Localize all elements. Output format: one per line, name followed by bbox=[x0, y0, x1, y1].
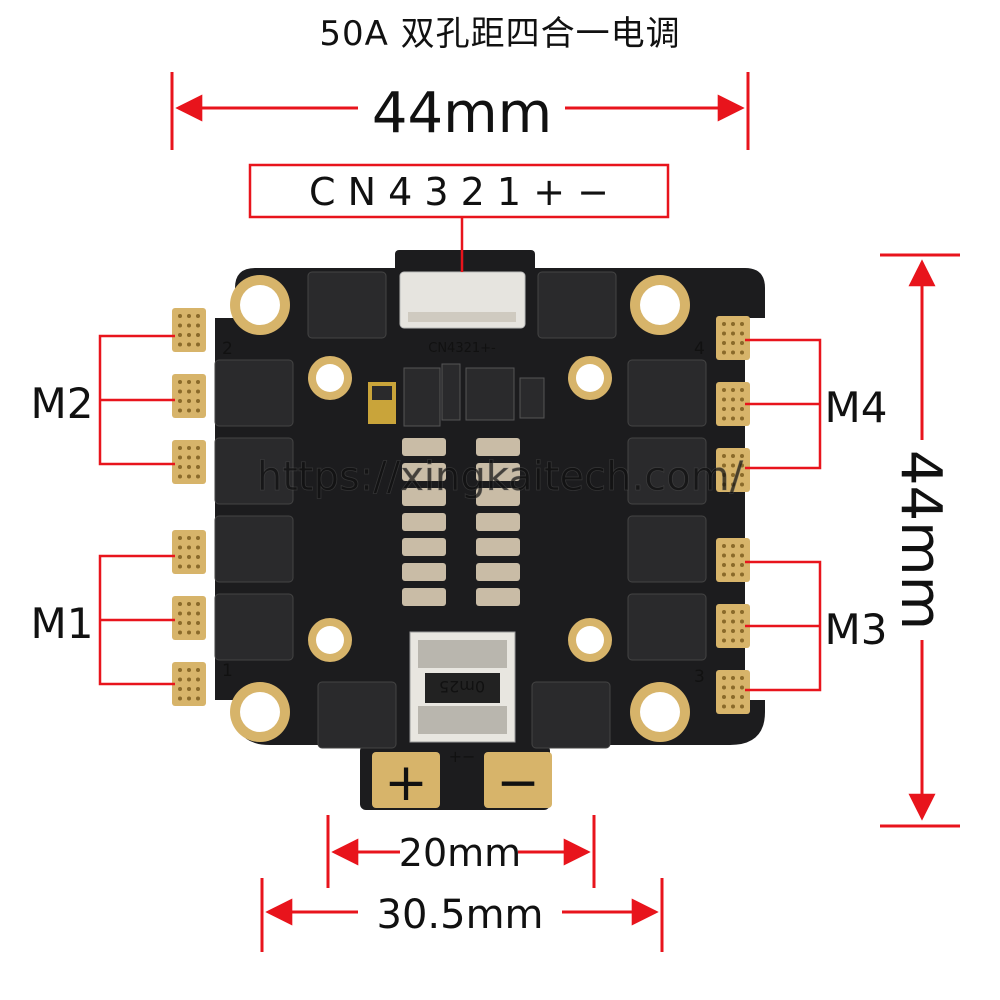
motor-solder-pad bbox=[716, 604, 750, 648]
mount-holes-20 bbox=[308, 356, 612, 662]
motor-solder-pad bbox=[172, 596, 206, 640]
shunt-resistor: 0m25 bbox=[409, 631, 516, 743]
shunt-label: 0m25 bbox=[439, 677, 485, 696]
battery-plus-label: + bbox=[384, 753, 428, 813]
capacitor bbox=[402, 463, 446, 481]
dimension-height-label: 44mm bbox=[888, 450, 953, 630]
corner-number-1: 1 bbox=[222, 661, 233, 681]
motor-solder-pad bbox=[716, 538, 750, 582]
motor-solder-pad bbox=[172, 374, 206, 418]
corner-number-3: 3 bbox=[694, 667, 705, 687]
motor-label-m3: M3 bbox=[825, 605, 888, 654]
motor-solder-pad bbox=[716, 382, 750, 426]
connector-pinout-label: C N 4 3 2 1 + − bbox=[309, 170, 609, 214]
dimension-mount-spacing: 30.5mm bbox=[260, 878, 664, 952]
capacitor bbox=[402, 538, 446, 556]
capacitor bbox=[476, 538, 520, 556]
connector-pinout-callout: C N 4 3 2 1 + − bbox=[248, 163, 670, 272]
small-ics bbox=[368, 363, 545, 427]
battery-pads: + − +− bbox=[372, 747, 552, 813]
watermark-text: https://xingkaitech.com/ bbox=[257, 454, 744, 500]
motor-solder-pad bbox=[172, 308, 206, 352]
capacitor bbox=[402, 438, 446, 456]
dimension-pad-spacing-label: 20mm bbox=[399, 831, 521, 875]
motor-solder-pad bbox=[172, 662, 206, 706]
motor-solder-pad bbox=[716, 316, 750, 360]
motor-solder-pad bbox=[716, 448, 750, 492]
signal-connector bbox=[399, 271, 526, 329]
dimension-width: 44mm bbox=[170, 72, 750, 150]
mount-holes-30-5 bbox=[230, 275, 690, 742]
power-silkscreen: +− bbox=[449, 747, 476, 766]
capacitor bbox=[402, 563, 446, 581]
corner-number-4: 4 bbox=[694, 339, 705, 359]
motor-pads bbox=[172, 308, 750, 714]
motor-label-m4: M4 bbox=[825, 383, 888, 432]
capacitor bbox=[476, 463, 520, 481]
dimension-pad-spacing: 20mm bbox=[326, 815, 596, 888]
dimension-mount-spacing-label: 30.5mm bbox=[377, 892, 544, 938]
capacitor bbox=[402, 513, 446, 531]
capacitor bbox=[476, 438, 520, 456]
corner-number-2: 2 bbox=[222, 339, 233, 359]
capacitor bbox=[402, 588, 446, 606]
capacitor bbox=[476, 563, 520, 581]
motor-brackets bbox=[98, 334, 822, 692]
capacitor bbox=[476, 588, 520, 606]
capacitor bbox=[476, 513, 520, 531]
battery-minus-label: − bbox=[496, 753, 540, 813]
capacitor-bank bbox=[402, 438, 520, 606]
motor-solder-pad bbox=[716, 670, 750, 714]
dimension-height: 44mm bbox=[880, 253, 960, 828]
dimension-width-label: 44mm bbox=[372, 81, 552, 146]
capacitor bbox=[402, 488, 446, 506]
motor-solder-pad bbox=[172, 440, 206, 484]
motor-solder-pad bbox=[172, 530, 206, 574]
page-title: 50A 双孔距四合一电调 bbox=[319, 14, 681, 54]
motor-label-m2: M2 bbox=[31, 379, 94, 428]
connector-silkscreen: CN4321+- bbox=[428, 341, 496, 356]
mosfet-array bbox=[214, 271, 707, 749]
capacitor bbox=[476, 488, 520, 506]
motor-label-m1: M1 bbox=[31, 599, 94, 648]
